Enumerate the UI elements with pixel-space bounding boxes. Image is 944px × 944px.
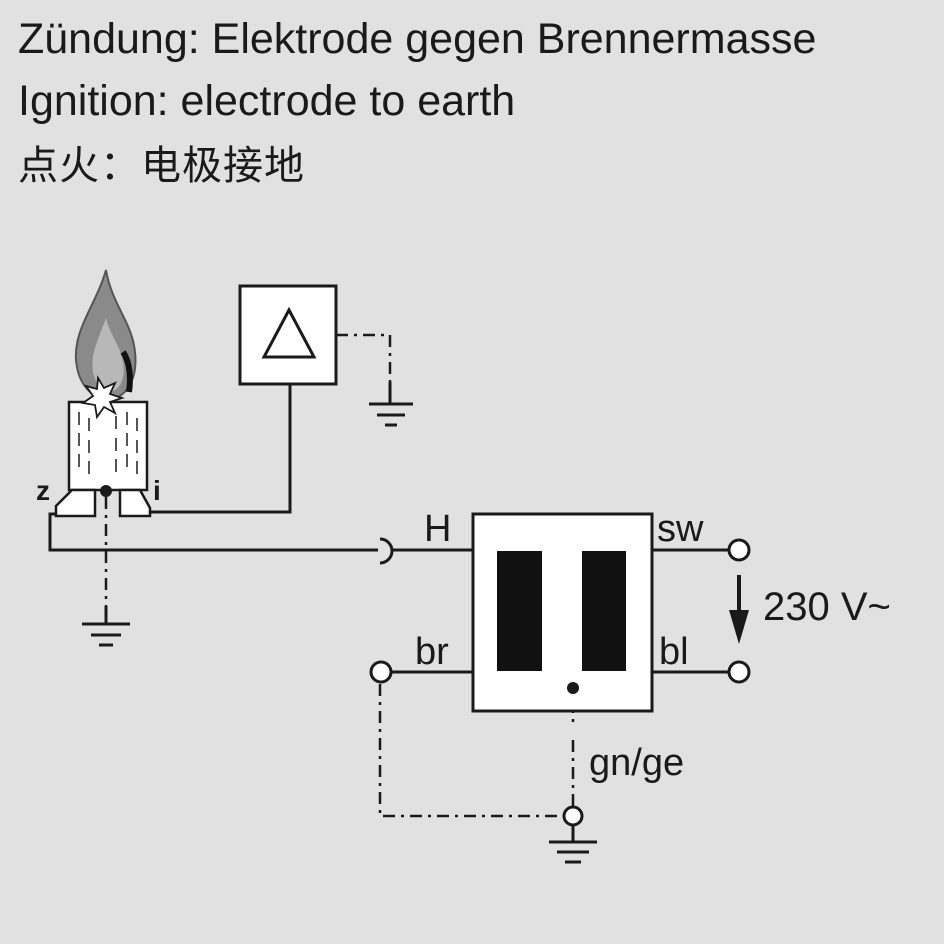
label-z: z — [36, 475, 50, 506]
terminal-br — [369, 660, 393, 684]
label-bl: bl — [659, 631, 689, 673]
delta-icon — [261, 306, 317, 359]
spark-icon — [80, 375, 125, 420]
voltage-arrow — [729, 575, 749, 644]
earth-point — [100, 485, 112, 497]
label-gnge: gn/ge — [589, 742, 684, 784]
connector-plug — [379, 537, 394, 565]
transformer — [471, 512, 654, 713]
burner-foot-right — [118, 488, 152, 518]
terminal-bl — [727, 660, 751, 684]
label-sw: sw — [657, 508, 704, 550]
wires — [48, 384, 729, 674]
coil-primary — [497, 551, 542, 671]
flame-icon — [74, 269, 137, 402]
burner-body — [67, 400, 149, 492]
earth-terminal — [562, 805, 584, 827]
burner — [54, 269, 152, 518]
wire-z-to-H — [48, 512, 378, 552]
label-voltage: 230 V~ — [763, 585, 891, 629]
title-german: Zündung: Elektrode gegen Brennermasse — [18, 15, 817, 63]
ground-icon — [549, 826, 597, 864]
ignition-wire — [150, 384, 292, 514]
label-br: br — [415, 631, 449, 673]
terminal-sw — [727, 538, 751, 562]
label-i: i — [153, 475, 161, 506]
core-earth-point — [567, 682, 579, 694]
coil-secondary — [582, 551, 626, 671]
burner-foot-left — [54, 488, 97, 518]
title-english: Ignition: electrode to earth — [18, 77, 516, 125]
ground-icon — [369, 382, 413, 427]
title-chinese: 点火：电极接地 — [18, 143, 305, 189]
burner-hatching — [78, 412, 138, 474]
ignition-unit — [238, 284, 338, 386]
ground-icon — [82, 606, 130, 647]
label-H: H — [424, 508, 451, 550]
